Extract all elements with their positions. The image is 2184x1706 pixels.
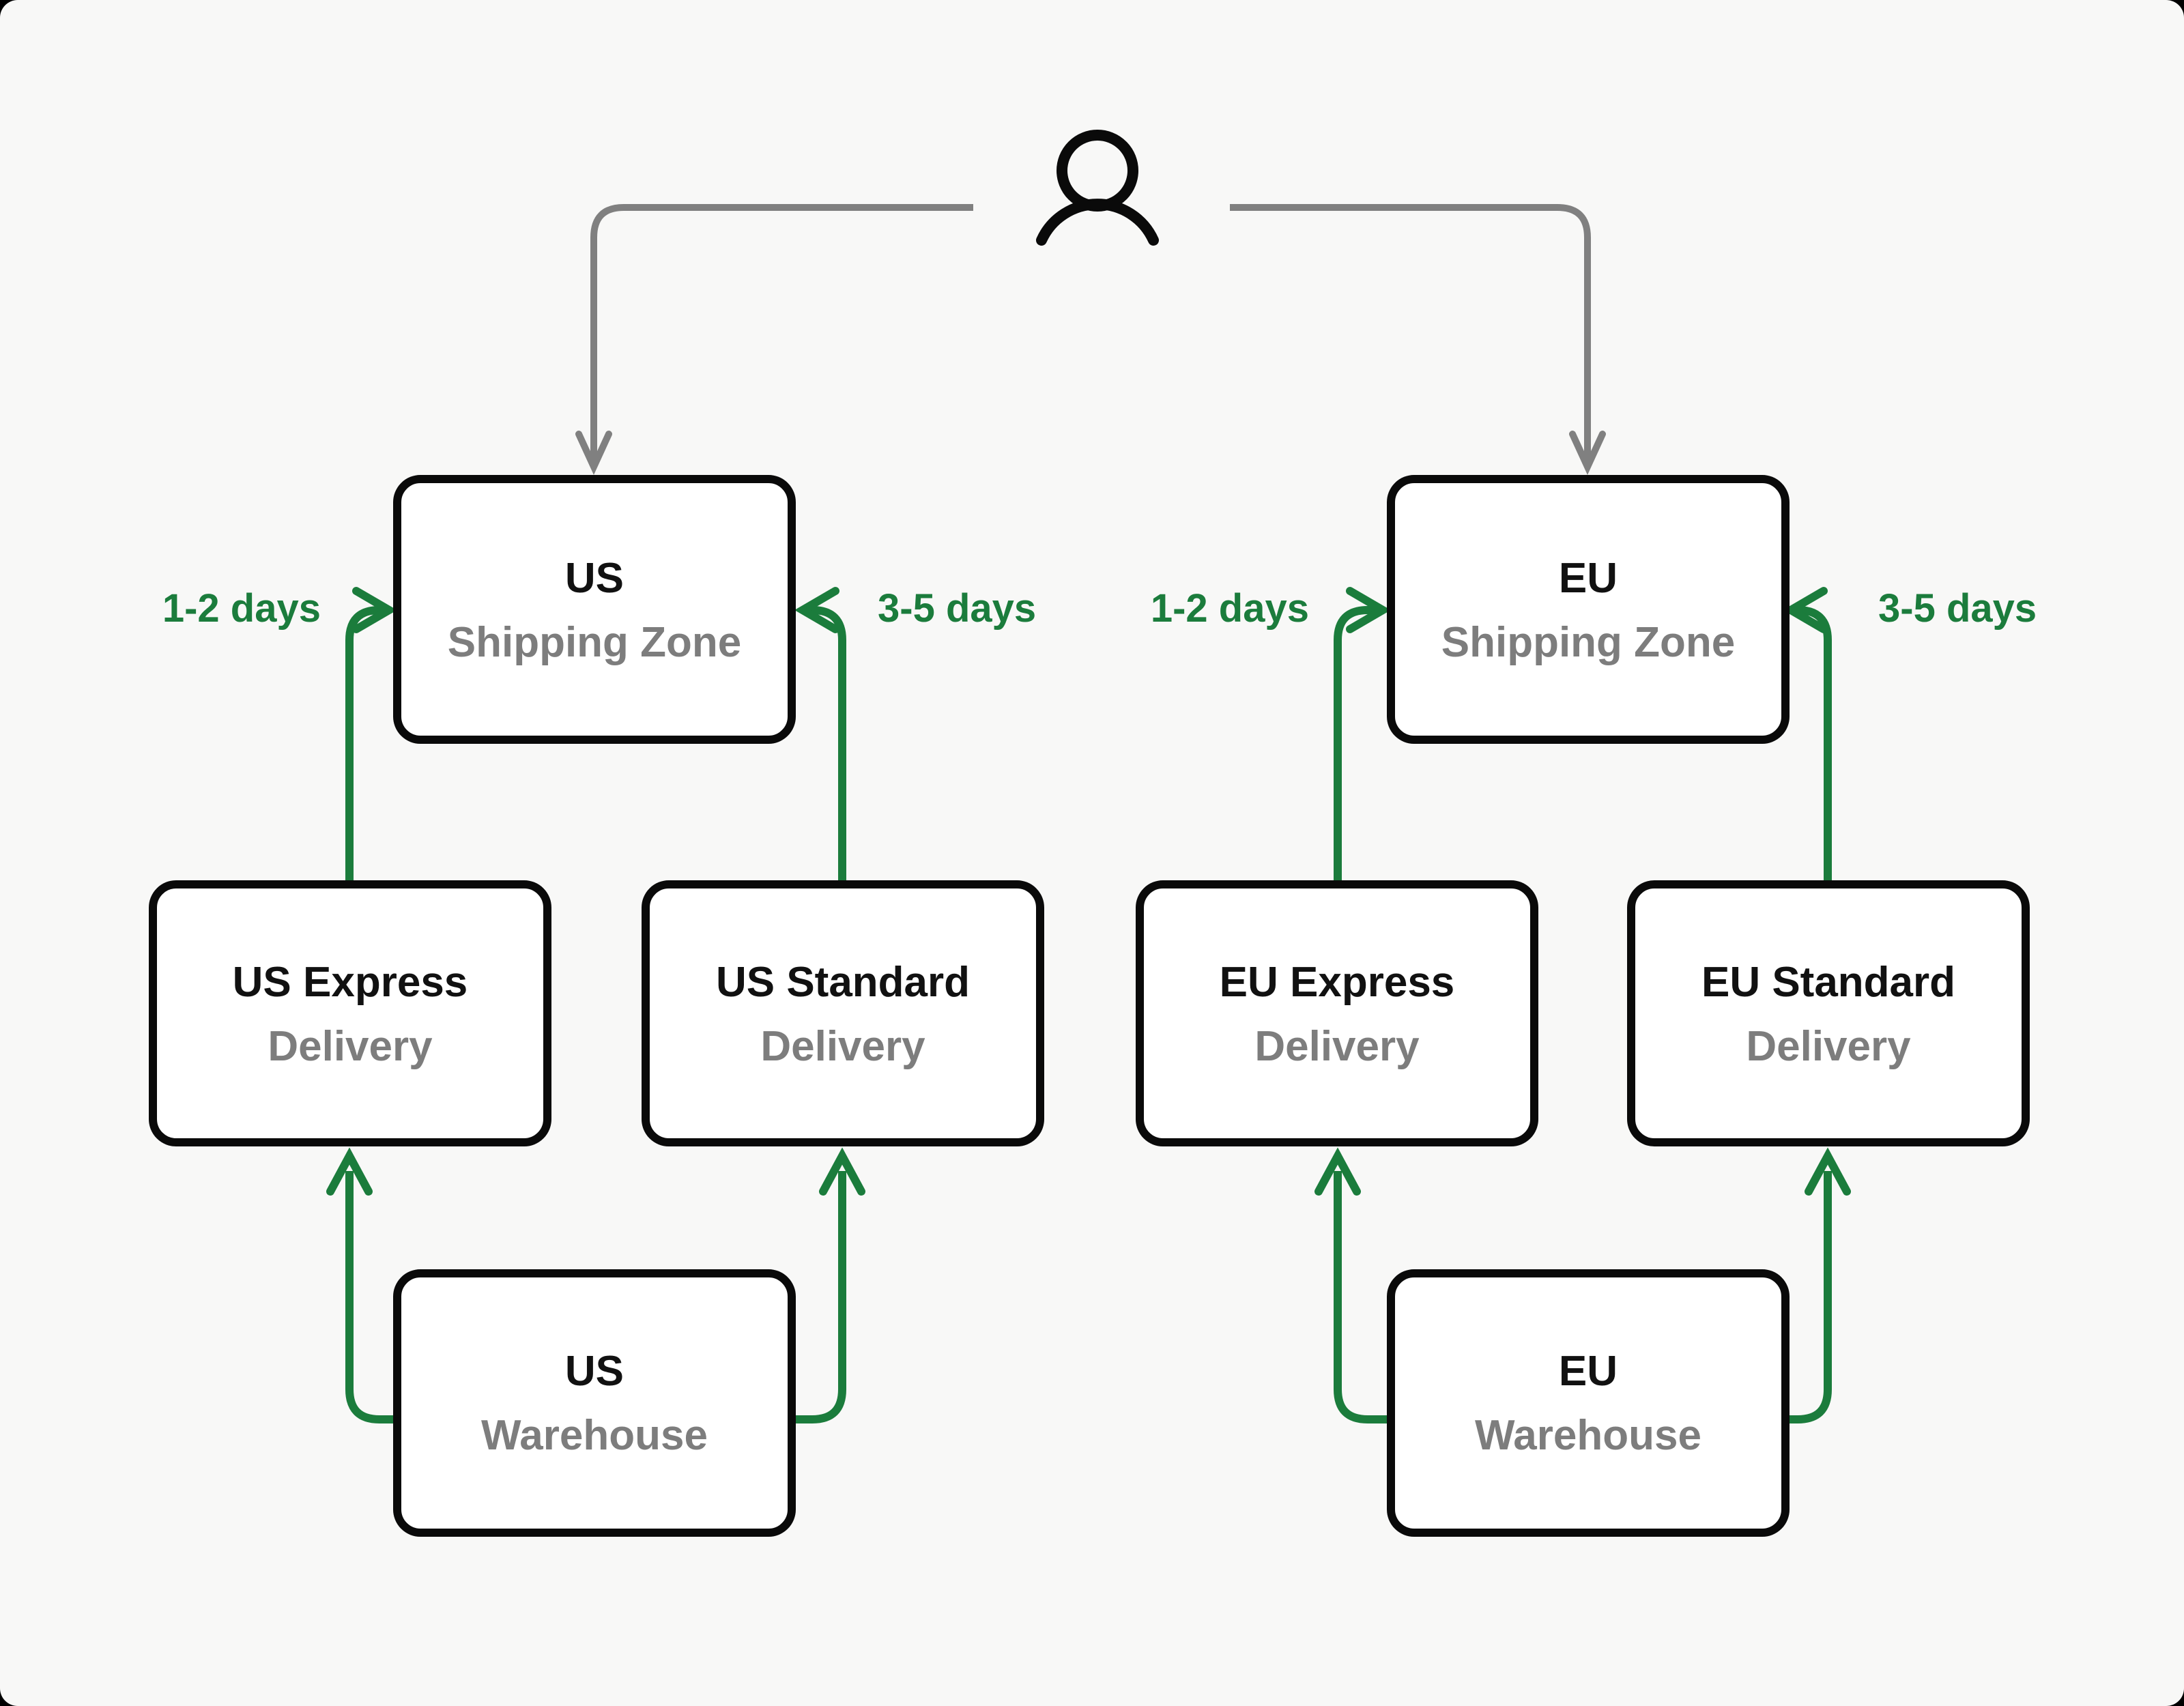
node-title: US xyxy=(564,553,624,601)
node-subtitle: Delivery xyxy=(760,1022,925,1069)
node-us-express-delivery: US Express Delivery xyxy=(149,880,551,1146)
node-title: EU Standard xyxy=(1701,957,1956,1005)
node-us-standard-delivery: US Standard Delivery xyxy=(642,880,1044,1146)
edge-label-eu-express-days: 1-2 days xyxy=(1150,588,1309,631)
node-subtitle: Delivery xyxy=(1746,1022,1911,1069)
node-title: US Express xyxy=(232,957,468,1005)
node-subtitle: Shipping Zone xyxy=(447,618,742,665)
node-eu-shipping-zone: EU Shipping Zone xyxy=(1387,475,1790,744)
node-subtitle: Delivery xyxy=(268,1022,433,1069)
edge-us-warehouse-to-us-express xyxy=(326,1147,393,1423)
edge-us-express-to-us-zone xyxy=(345,587,397,882)
node-us-shipping-zone: US Shipping Zone xyxy=(393,475,796,744)
node-eu-standard-delivery: EU Standard Delivery xyxy=(1627,880,2030,1146)
edge-eu-standard-to-eu-zone xyxy=(1783,587,1832,882)
arrowhead-right-icon xyxy=(1346,587,1391,633)
edge-label-eu-standard-days: 3-5 days xyxy=(1878,588,2037,631)
node-eu-warehouse: EU Warehouse xyxy=(1387,1269,1790,1537)
arrowhead-left-icon xyxy=(794,587,839,633)
user-icon xyxy=(1036,130,1159,246)
arrowhead-up-icon xyxy=(1805,1147,1851,1196)
node-title: EU Express xyxy=(1219,957,1455,1005)
edge-eu-warehouse-to-eu-express xyxy=(1314,1147,1387,1423)
arrowhead-right-icon xyxy=(352,587,397,633)
node-subtitle: Shipping Zone xyxy=(1441,618,1736,665)
arrowhead-up-icon xyxy=(326,1147,373,1196)
arrowhead-down-icon xyxy=(575,431,612,476)
arrowhead-up-icon xyxy=(1314,1147,1361,1196)
edge-us-warehouse-to-us-standard xyxy=(796,1147,865,1423)
edge-label-us-express-days: 1-2 days xyxy=(162,588,321,631)
arrowhead-down-icon xyxy=(1569,431,1606,476)
edge-eu-warehouse-to-eu-standard xyxy=(1790,1147,1851,1423)
edge-eu-express-to-eu-zone xyxy=(1334,587,1391,882)
node-title: EU xyxy=(1558,1347,1618,1395)
node-title: EU xyxy=(1558,553,1618,601)
node-eu-express-delivery: EU Express Delivery xyxy=(1136,880,1538,1146)
edge-customer-to-us-zone xyxy=(575,204,973,476)
arrowhead-left-icon xyxy=(1783,587,1828,633)
node-subtitle: Delivery xyxy=(1254,1022,1420,1069)
edge-label-us-standard-days: 3-5 days xyxy=(878,588,1037,631)
node-us-warehouse: US Warehouse xyxy=(393,1269,796,1537)
node-subtitle: Warehouse xyxy=(1475,1411,1701,1459)
node-title: US Standard xyxy=(715,957,971,1005)
user-icon-head xyxy=(1057,130,1138,212)
user-icon-shoulders xyxy=(1036,199,1159,246)
arrowhead-up-icon xyxy=(819,1147,865,1196)
edge-us-standard-to-us-zone xyxy=(794,587,846,882)
edge-customer-to-eu-zone xyxy=(1230,204,1606,476)
node-subtitle: Warehouse xyxy=(481,1411,708,1459)
node-title: US xyxy=(564,1347,624,1395)
